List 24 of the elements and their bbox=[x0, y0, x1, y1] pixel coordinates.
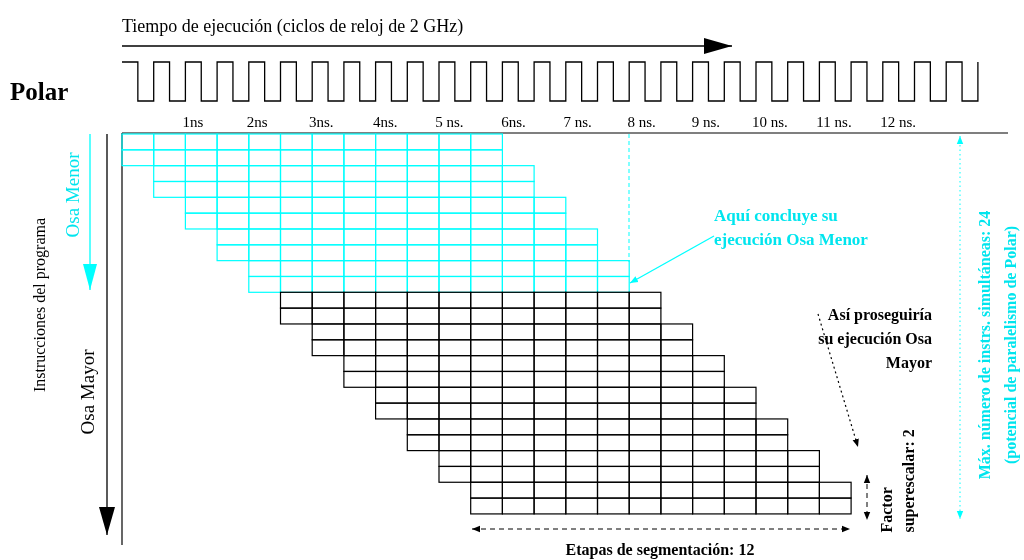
time-tick-label: 2ns bbox=[246, 113, 268, 132]
time-tick-label: 11 ns. bbox=[816, 113, 852, 132]
annotation-text: Aquí concluye su ejecución Osa Menor bbox=[714, 204, 904, 252]
time-tick-label: 7 ns. bbox=[563, 113, 592, 132]
processor-name: Polar bbox=[10, 77, 69, 107]
time-tick-label: 4ns. bbox=[373, 113, 398, 132]
time-tick-label: 6ns. bbox=[501, 113, 526, 132]
annotation-text: Así proseguiría su ejecución Osa Mayor bbox=[818, 303, 932, 375]
time-tick-label: 3ns. bbox=[308, 113, 334, 132]
dimension-label: Factor superescalar: 2 bbox=[877, 428, 919, 533]
parallelism-note: Máx. número de instrs. simultáneas: 24 (potencial de paralelismo de Polar) bbox=[975, 209, 1021, 482]
dimension-label: Etapas de segmentación: 12 bbox=[565, 540, 755, 560]
axis-title: Tiempo de ejecución (ciclos de reloj de 2 GHz) bbox=[122, 15, 464, 38]
time-tick-label: 1ns bbox=[182, 113, 204, 132]
time-tick-label: 8 ns. bbox=[627, 113, 656, 132]
leader-line bbox=[629, 235, 715, 284]
time-tick-label: 9 ns. bbox=[691, 113, 720, 132]
time-tick-label: 12 ns. bbox=[880, 113, 916, 132]
group-label: Osa Menor bbox=[60, 152, 84, 238]
axis-label: Instrucciones del programa bbox=[30, 217, 50, 393]
leader-line bbox=[817, 313, 859, 448]
group-label: Osa Mayor bbox=[75, 349, 99, 435]
time-tick-label: 5 ns. bbox=[435, 113, 464, 132]
time-tick-label: 10 ns. bbox=[751, 113, 788, 132]
